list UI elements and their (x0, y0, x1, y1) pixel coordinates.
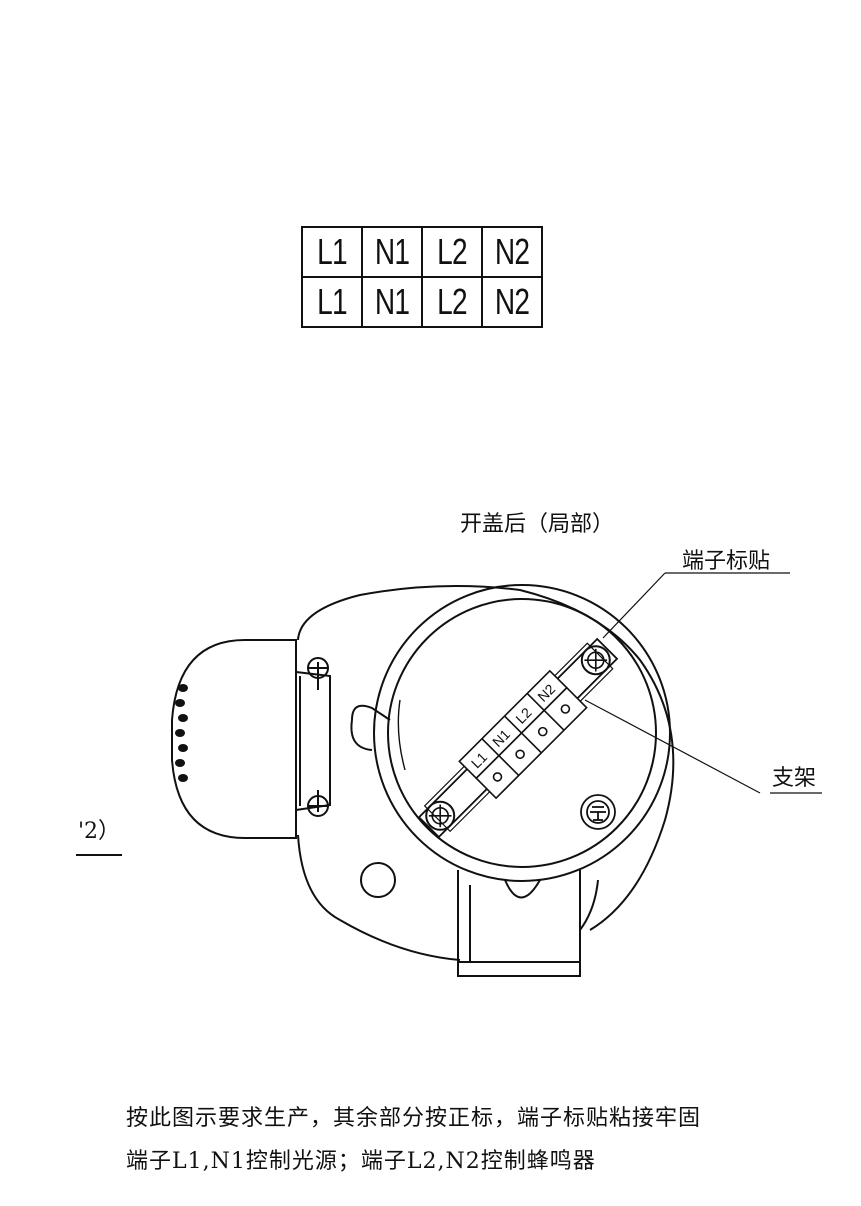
table-cell: N1 (361, 276, 423, 328)
note-line-1: 按此图示要求生产，其余部分按正标，端子标贴粘接牢固 (126, 1106, 702, 1131)
table-cell: N2 (481, 226, 543, 278)
table-cell: L2 (421, 276, 483, 328)
terminal-label-table: L1 N1 L2 N2 L1 N1 L2 N2 (301, 226, 543, 328)
table-row: L1 N1 L2 N2 (301, 276, 543, 328)
table-cell: N1 (361, 226, 423, 278)
table-row: L1 N1 L2 N2 (301, 226, 543, 278)
leader-lines (584, 572, 822, 794)
table-cell: L1 (301, 276, 363, 328)
note-line-2: 端子L1,N1控制光源；端子L2,N2控制蜂鸣器 (126, 1149, 596, 1174)
cover-ring (373, 584, 671, 882)
callout-terminal-label: 端子标贴 (682, 549, 770, 574)
margin-fragment: '2） (78, 819, 120, 844)
bracket: L1 N1 L2 N2 (417, 637, 619, 839)
table-cell: N2 (481, 276, 543, 328)
callout-bracket: 支架 (772, 766, 816, 791)
buzzer-dome (171, 639, 297, 839)
table-cell: L1 (301, 226, 363, 278)
table-cell: L2 (421, 226, 483, 278)
drawing-title: 开盖后（局部） (460, 512, 614, 537)
ground-terminal-icon (580, 794, 616, 830)
